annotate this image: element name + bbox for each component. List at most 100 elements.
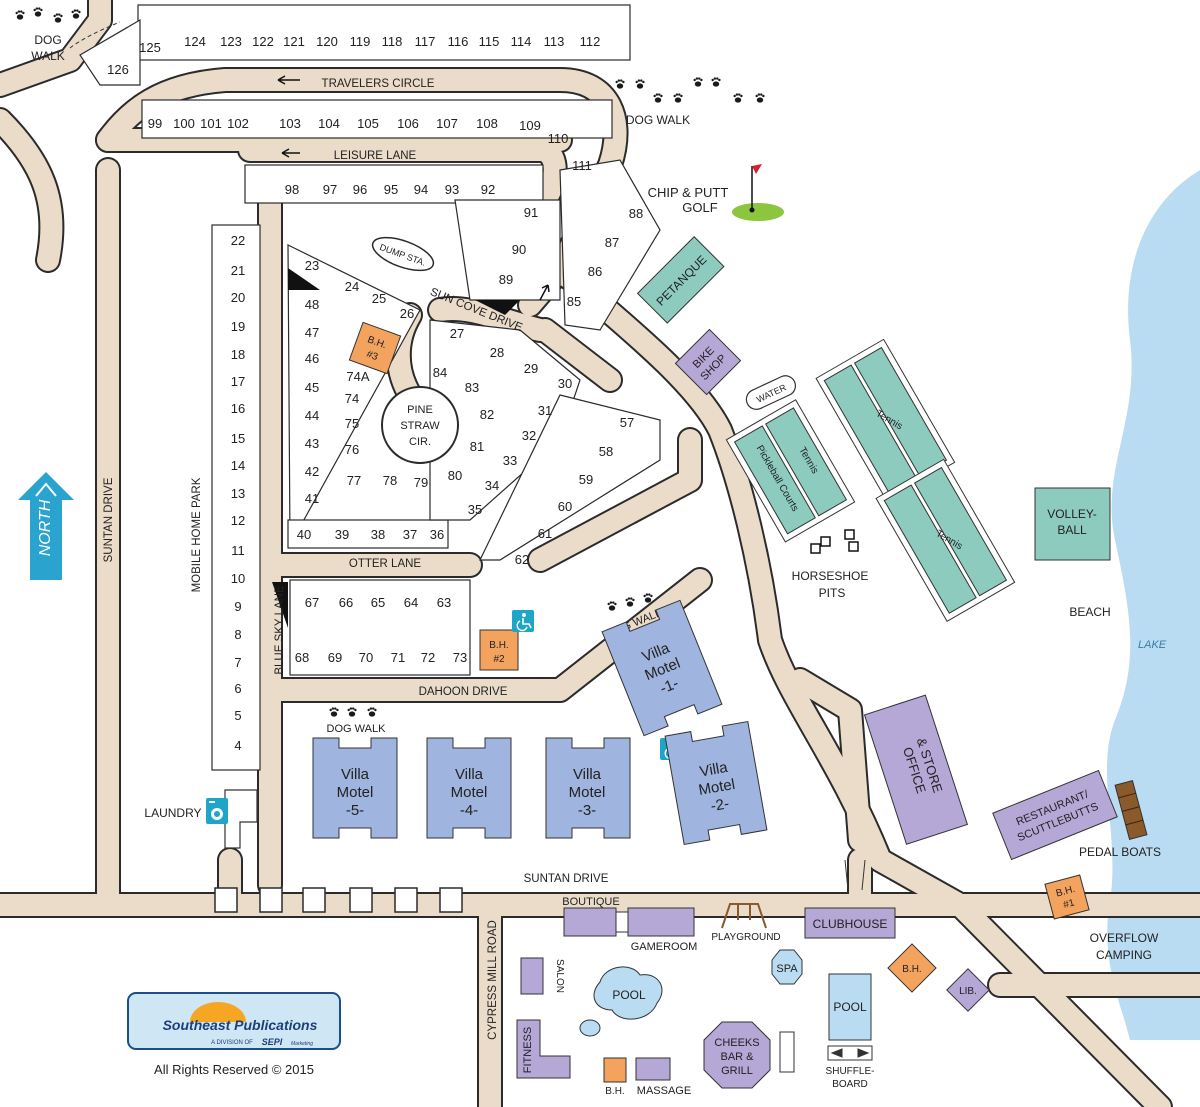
site-99: 99 bbox=[148, 116, 162, 131]
site-111: 111 bbox=[572, 158, 592, 173]
villa3-num: -3- bbox=[578, 802, 596, 819]
villa-motel-3: Villa Motel -3- bbox=[545, 737, 631, 839]
site-69: 69 bbox=[328, 650, 342, 665]
site-112: 112 bbox=[580, 34, 601, 49]
site-13: 13 bbox=[231, 486, 245, 501]
pine-straw-label-3: CIR. bbox=[409, 436, 431, 448]
villa4-label-1: Villa bbox=[455, 766, 484, 783]
site-19: 19 bbox=[231, 319, 245, 334]
site-33: 33 bbox=[503, 453, 517, 468]
boutique-label: BOUTIQUE bbox=[562, 896, 619, 908]
site-123: 123 bbox=[220, 34, 242, 49]
logo-brand-sub: Marketing bbox=[291, 1041, 313, 1047]
site-75: 75 bbox=[345, 416, 359, 431]
site-29: 29 bbox=[524, 361, 538, 376]
site-68: 68 bbox=[295, 650, 309, 665]
laundry-label: LAUNDRY bbox=[144, 806, 201, 820]
pine-straw-label-2: STRAW bbox=[400, 420, 440, 432]
site-39: 39 bbox=[335, 527, 349, 542]
site-101: 101 bbox=[200, 116, 222, 131]
street-dahoon-drive: DAHOON DRIVE bbox=[419, 686, 508, 698]
site-22: 22 bbox=[231, 233, 245, 248]
bh3-num: #3 bbox=[365, 349, 380, 363]
site-84: 84 bbox=[433, 365, 447, 380]
pickleball-tennis-court: Pickleball Courts Tennis bbox=[725, 399, 856, 543]
street-suntan-drive-west: SUNTAN DRIVE bbox=[103, 477, 115, 562]
site-92: 92 bbox=[481, 182, 495, 197]
golf-flag-icon bbox=[732, 164, 784, 221]
site-98: 98 bbox=[285, 182, 299, 197]
site-26: 26 bbox=[400, 306, 414, 321]
pool-main-label: POOL bbox=[612, 988, 646, 1002]
site-124: 124 bbox=[184, 34, 206, 49]
bath-house-clubhouse bbox=[887, 943, 937, 993]
site-83: 83 bbox=[465, 380, 479, 395]
site-110: 110 bbox=[548, 131, 569, 146]
washing-machine-icon bbox=[206, 798, 228, 824]
site-62: 62 bbox=[515, 552, 529, 567]
bh2-label: B.H. bbox=[489, 640, 508, 651]
villa-motel-1: Villa Motel -1- bbox=[601, 599, 723, 737]
site-5: 5 bbox=[234, 708, 241, 723]
street-otter-lane: OTTER LANE bbox=[349, 558, 422, 570]
site-120: 120 bbox=[316, 34, 338, 49]
dog-walk-nw-label-1: DOG bbox=[34, 33, 61, 47]
site-117: 117 bbox=[415, 34, 436, 49]
site-42: 42 bbox=[305, 464, 319, 479]
site-59: 59 bbox=[579, 472, 593, 487]
site-105: 105 bbox=[357, 116, 379, 131]
dog-walk-trail bbox=[69, 21, 121, 49]
overflow-label-2: CAMPING bbox=[1096, 948, 1152, 962]
site-12: 12 bbox=[231, 513, 245, 528]
site-118: 118 bbox=[382, 34, 403, 49]
site-4: 4 bbox=[234, 738, 241, 753]
site-85: 85 bbox=[567, 294, 581, 309]
site-67: 67 bbox=[305, 595, 319, 610]
bath-house-1: B.H. #1 bbox=[1044, 874, 1090, 920]
logo-brand: SEPI bbox=[262, 1037, 283, 1047]
pool-main: POOL bbox=[579, 966, 663, 1037]
site-74: 74 bbox=[345, 391, 359, 406]
chip-putt-label-1: CHIP & PUTT bbox=[648, 185, 729, 200]
site-15: 15 bbox=[231, 431, 245, 446]
site-70: 70 bbox=[359, 650, 373, 665]
bath-house-2: B.H. #2 bbox=[479, 629, 519, 671]
volleyball-court: VOLLEY- BALL bbox=[1034, 487, 1111, 561]
site-43: 43 bbox=[305, 436, 319, 451]
site-114: 114 bbox=[511, 34, 532, 49]
horseshoe-label-2: PITS bbox=[819, 586, 846, 600]
volleyball-label-1: VOLLEY- bbox=[1047, 507, 1097, 521]
site-66: 66 bbox=[339, 595, 353, 610]
site-74A: 74A bbox=[346, 369, 369, 384]
street-travelers-circle: TRAVELERS CIRCLE bbox=[322, 78, 435, 90]
dog-walk-nw-label-2: WALK bbox=[31, 49, 65, 63]
massage-label: MASSAGE bbox=[637, 1085, 691, 1097]
site-17: 17 bbox=[231, 374, 245, 389]
horseshoe-pits bbox=[810, 529, 859, 554]
site-64: 64 bbox=[404, 595, 418, 610]
site-61: 61 bbox=[538, 526, 552, 541]
site-57: 57 bbox=[620, 415, 634, 430]
site-93: 93 bbox=[445, 182, 459, 197]
street-leisure-lane: LEISURE LANE bbox=[334, 150, 417, 162]
villa2-label-1: Villa bbox=[698, 759, 729, 781]
site-89: 89 bbox=[499, 272, 513, 287]
site-104: 104 bbox=[318, 116, 340, 131]
site-48: 48 bbox=[305, 297, 319, 312]
logo-name: Southeast Publications bbox=[163, 1017, 318, 1033]
site-45: 45 bbox=[305, 380, 319, 395]
clubhouse: CLUBHOUSE bbox=[804, 859, 896, 939]
overflow-label-1: OVERFLOW bbox=[1090, 931, 1159, 945]
arrow-icon bbox=[277, 75, 550, 301]
north-label: NORTH bbox=[37, 499, 54, 556]
mobile-home-park-label: MOBILE HOME PARK bbox=[191, 477, 203, 592]
spa-label: SPA bbox=[776, 963, 798, 975]
logo-tagline: A DIVISION OF bbox=[211, 1040, 253, 1046]
site-76: 76 bbox=[345, 442, 359, 457]
site-23: 23 bbox=[305, 258, 319, 273]
site-11: 11 bbox=[231, 543, 245, 558]
site-90: 90 bbox=[512, 242, 526, 257]
spa: SPA bbox=[771, 949, 803, 1073]
site-8: 8 bbox=[234, 627, 241, 642]
